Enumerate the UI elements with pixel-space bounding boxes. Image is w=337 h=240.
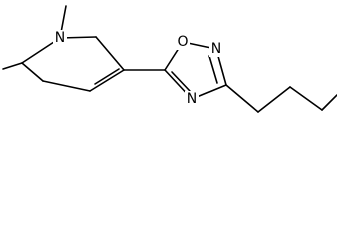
bond-c3-c4 (42, 80, 91, 92)
bond-butyl-4 (321, 94, 337, 111)
atom-label-oxadiazole-nitrogen-2: N (211, 41, 221, 57)
bond-butyl-3 (289, 86, 323, 111)
atom-labels: N O N N (53, 30, 223, 107)
bond-c4-c5 (89, 69, 125, 92)
bond-c2-c3 (21, 62, 44, 82)
bond-c-methyl (2, 62, 23, 70)
bond-butyl-2 (257, 86, 291, 113)
butyl-chain (225, 84, 337, 113)
molecule-structure: N O N N (2, 5, 337, 113)
bond-butyl-1 (225, 84, 259, 113)
atom-label-oxadiazole-oxygen: O (177, 34, 188, 50)
bond-c4-c5-inner (94, 68, 120, 85)
bond-n4-c5-inner (171, 71, 191, 92)
bond-n2-c3-inner (208, 55, 218, 84)
bond-c5-c6 (95, 36, 125, 71)
tetrahydropyridine-ring (21, 36, 125, 92)
atom-label-oxadiazole-nitrogen-4: N (187, 91, 197, 107)
atom-label-ring-nitrogen: N (55, 30, 65, 46)
